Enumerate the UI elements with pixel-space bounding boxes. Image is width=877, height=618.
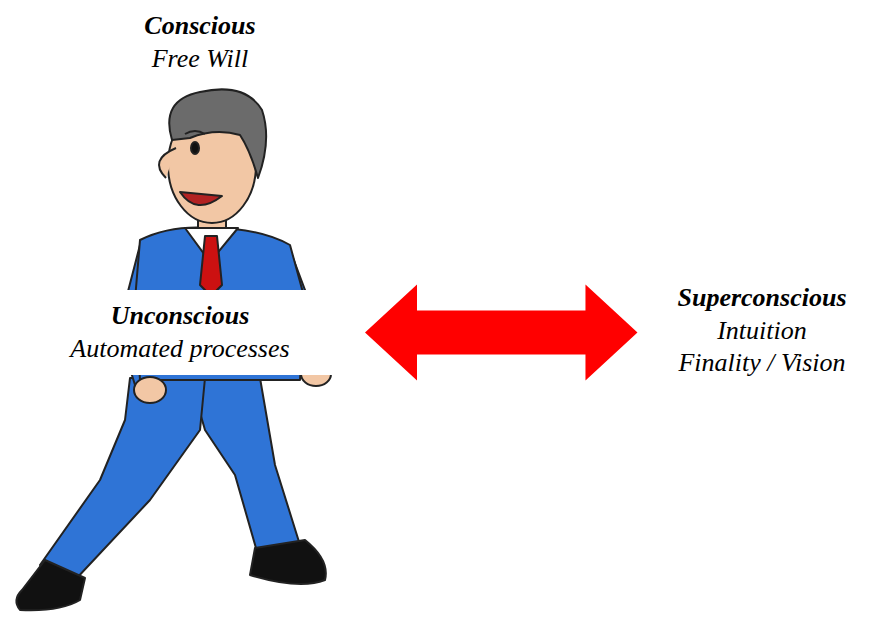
man-shoe: [250, 540, 326, 584]
level-heading: Conscious: [144, 10, 255, 43]
level-heading: Superconscious: [677, 282, 846, 315]
man-leg: [190, 378, 300, 555]
double-arrow: [365, 285, 637, 381]
man-tie: [200, 236, 222, 296]
man-nose: [159, 148, 176, 178]
level-description: Intuition: [677, 315, 846, 348]
superconscious-heading: SuperconsciousIntuitionFinality / Vision: [667, 278, 856, 384]
man-hair: [169, 89, 266, 178]
level-description: Automated processes: [25, 333, 335, 366]
man-eyebrow: [185, 131, 205, 134]
man-leg: [40, 378, 205, 580]
man-hand: [134, 377, 166, 403]
level-description: Finality / Vision: [677, 347, 846, 380]
man-shoe: [16, 560, 85, 610]
man-eye: [191, 142, 199, 154]
unconscious-box: UnconsciousAutomated processes: [15, 290, 345, 375]
level-description: Free Will: [144, 43, 255, 76]
conscious-heading: ConsciousFree Will: [134, 8, 265, 77]
level-heading: Unconscious: [25, 300, 335, 333]
man-mouth: [180, 192, 222, 205]
